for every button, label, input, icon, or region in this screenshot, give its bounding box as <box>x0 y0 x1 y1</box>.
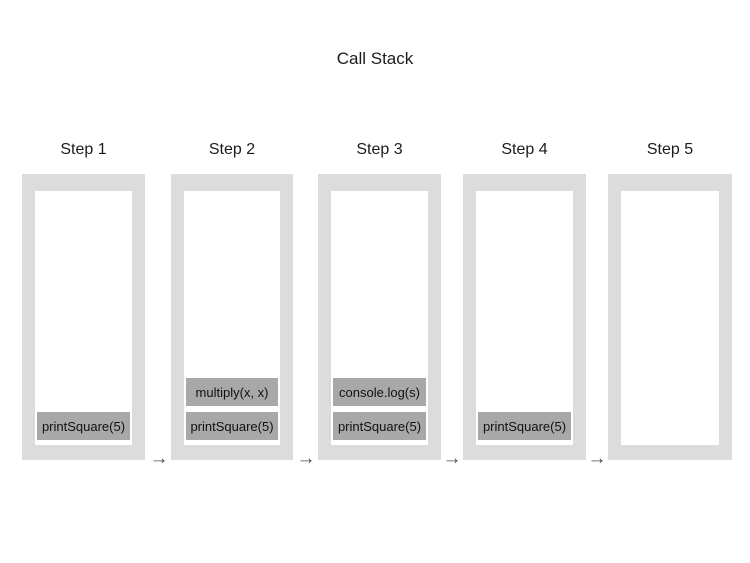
step-label: Step 5 <box>646 141 694 158</box>
stack-interior: multiply(x, x) printSquare(5) <box>184 191 280 445</box>
step-label: Step 1 <box>60 141 107 158</box>
step-column-1: Step 1 printSquare(5) <box>22 140 145 460</box>
step-column-3: Step 3 console.log(s) printSquare(5) <box>318 140 441 460</box>
stack-frame: printSquare(5) <box>478 412 571 440</box>
steps-row: Step 1 printSquare(5) → Step 2 multiply(… <box>0 140 750 469</box>
stack-frame: printSquare(5) <box>333 412 426 440</box>
right-arrow-icon: → <box>296 448 316 469</box>
stack-frame: printSquare(5) <box>186 412 278 440</box>
right-arrow-icon: → <box>442 448 462 469</box>
stack-interior: printSquare(5) <box>35 191 132 445</box>
stack-container: printSquare(5) <box>22 174 145 460</box>
stack-interior: printSquare(5) <box>476 191 573 445</box>
step-column-2: Step 2 multiply(x, x) printSquare(5) <box>171 140 293 460</box>
step-column-4: Step 4 printSquare(5) <box>463 140 586 460</box>
stack-interior <box>621 191 719 445</box>
step-column-5: Step 5 <box>608 140 732 460</box>
right-arrow-icon: → <box>149 448 169 469</box>
stack-frame: console.log(s) <box>333 378 426 406</box>
stack-container: console.log(s) printSquare(5) <box>318 174 441 460</box>
stack-interior: console.log(s) printSquare(5) <box>331 191 428 445</box>
step-label: Step 4 <box>501 141 548 158</box>
step-label: Step 3 <box>356 141 403 158</box>
diagram-title: Call Stack <box>336 49 414 68</box>
right-arrow-icon: → <box>587 448 607 469</box>
stack-container <box>608 174 732 460</box>
step-label: Step 2 <box>208 141 256 158</box>
stack-container: multiply(x, x) printSquare(5) <box>171 174 293 460</box>
stack-container: printSquare(5) <box>463 174 586 460</box>
stack-frame: multiply(x, x) <box>186 378 278 406</box>
stack-frame: printSquare(5) <box>37 412 130 440</box>
